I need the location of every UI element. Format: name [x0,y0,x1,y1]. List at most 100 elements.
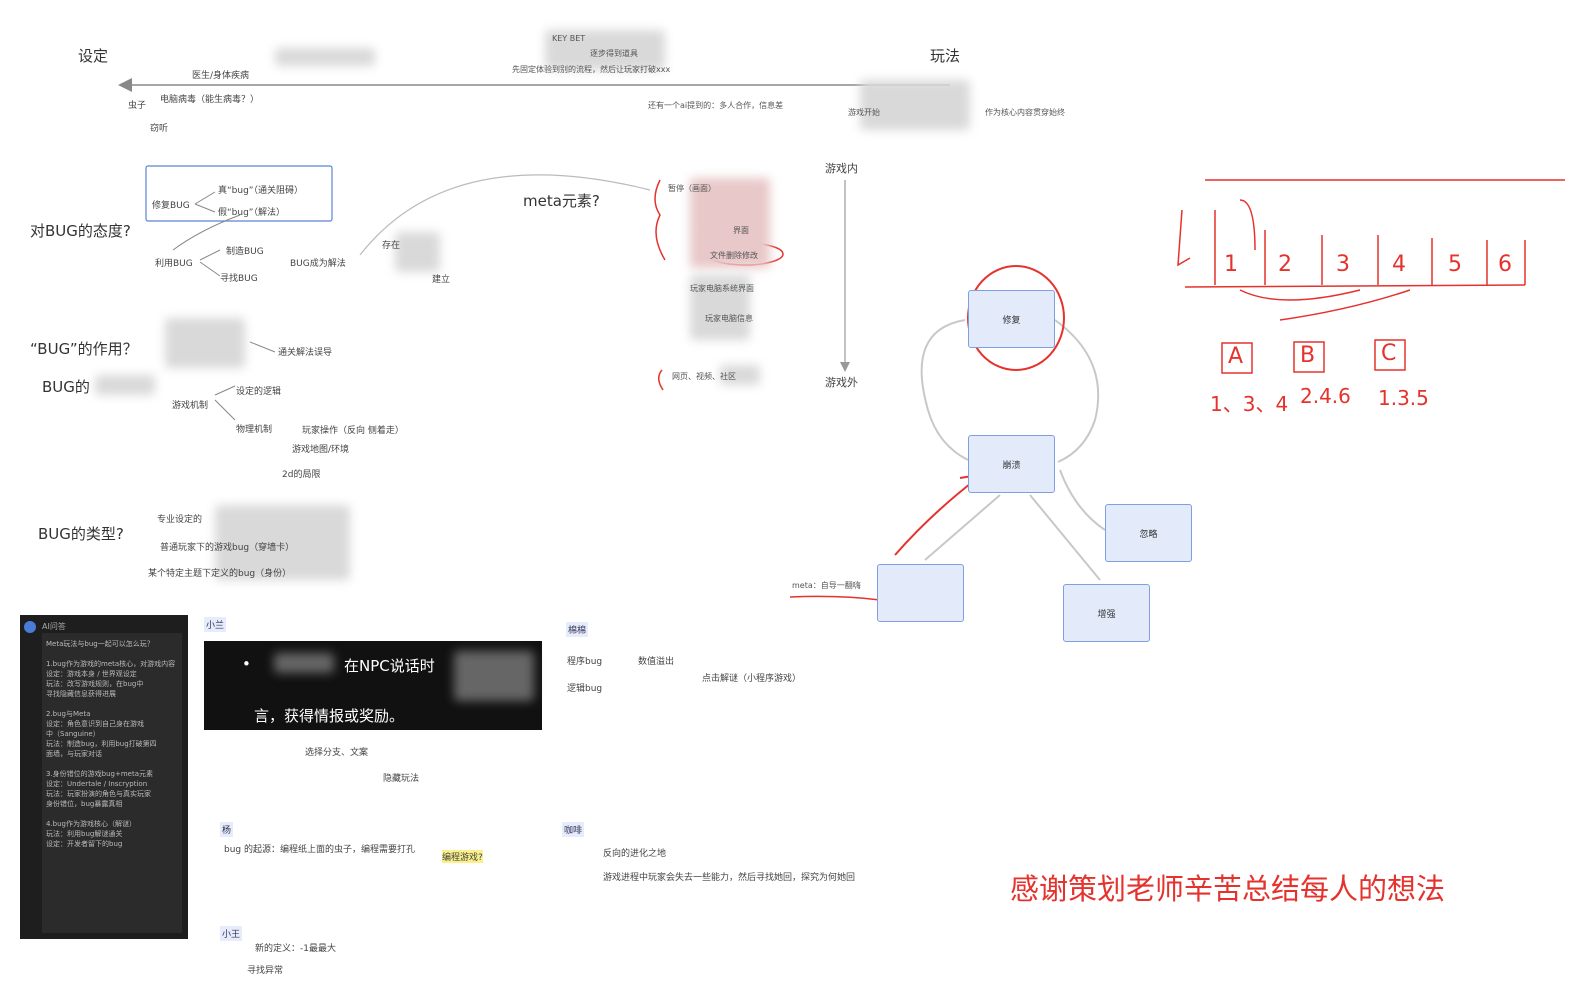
censor-blur [274,653,334,673]
panel-line: 身份错位，bug暴露真相 [46,800,123,808]
hidden-text: 隐藏玩法 [383,774,420,784]
hand-num: 2 [1278,252,1292,277]
panel-line [46,649,178,659]
name-tag-yang: 杨 [220,822,234,837]
panel-line [46,809,178,819]
core2-text: 作为核心内容贯穿始终 [985,108,1065,117]
logic-text: 设定的逻辑 [236,387,282,397]
panel-line: 寻找隐藏信息获得进展 [46,690,116,698]
listen-text: 窃听 [150,124,169,134]
thanks-text: 感谢策划老师辛苦总结每人的想法 [1010,872,1446,906]
panel-line [46,759,178,769]
name-tag-kafei: 咖啡 [562,822,585,837]
panel-line: 设定：Undertale / Inscryption [46,780,148,788]
panel-line: 设定：开发者留下的bug [46,840,123,848]
avatar [24,621,36,633]
censor-blur [215,505,350,580]
new-def-text: 新的定义：-1最最大 [255,944,336,954]
source-title: BUG的 [42,378,90,396]
censor-blur [275,48,375,66]
use-bug-text: 利用BUG [155,259,193,269]
name-tag-xiaolan: 小兰 [204,617,227,632]
program-bug-text: 程序bug [567,657,603,667]
hand-combo: 2.4.6 [1300,384,1351,408]
censor-blur [165,318,245,368]
meta-item: 界面 [733,226,749,235]
hand-num: 1 [1224,252,1238,277]
find-err-text: 寻找异常 [247,966,284,976]
hand-num: 3 [1336,252,1350,277]
hand-num: 4 [1392,252,1406,277]
panel-line: 2.bug与Meta [46,710,91,718]
hand-combo: 1、3、4 [1210,392,1289,416]
hand-letter: A [1228,344,1244,369]
outgame-text: 游戏外 [825,376,858,389]
clear-error-text: 通关解法误导 [278,348,333,358]
logic-bug-text: 逻辑bug [567,684,603,694]
axis-right-label: 玩法 [930,47,961,65]
censor-blur [720,365,760,385]
hand-combo: 1.3.5 [1378,386,1429,410]
type-3: 某个特定主题下定义的bug（身份） [148,569,292,579]
type-2: 普通玩家下的游戏bug（穿墙卡） [160,543,295,553]
panel-line: 3.身份错位的游戏bug+meta元素 [46,770,154,778]
doctor-text: 医生/身体疾病 [192,71,250,81]
meta-outside-text: 网页、视频、社区 [672,372,736,381]
censor-blur [95,375,155,395]
virus-text: 电脑病毒（能生病毒？） [160,95,260,105]
panel-line: 中（Sanguine） [46,730,100,738]
fake-bug-text: 假“bug”（解法） [218,208,285,218]
lose-power-text: 游戏进程中玩家会失去一些能力，然后寻找她回，探究为何她回 [603,873,856,883]
panel-line: 1.bug作为游戏的meta核心，对游戏内容 [46,660,176,668]
value-overflow-text: 数值溢出 [638,657,675,667]
types-title: BUG的类型? [38,525,124,543]
map-text: 游戏地图/环境 [292,445,350,455]
meta-item: 玩家电脑信息 [705,314,753,323]
find-bug-text: 寻找BUG [220,274,258,284]
role-title: “BUG”的作用？ [30,340,138,358]
censor-blur [860,80,970,130]
meta-item: 暂停（画面） [668,184,716,193]
mechanism-text: 游戏机制 [172,401,209,411]
fix-bug-text: 修复BUG [152,201,190,211]
reverse-text: 反向的进化之地 [603,849,667,859]
node-crash[interactable]: 崩溃 [968,435,1055,493]
node-grow[interactable]: 增强 [1063,584,1150,642]
attitude-title: 对BUG的态度? [30,222,131,240]
hand-letter: C [1381,341,1397,366]
core-text: 游戏开始 [848,108,880,117]
choices-text: 选择分支、文案 [305,748,369,758]
node-blank[interactable] [877,564,964,622]
yang-highlight: 编程游戏? [442,850,483,863]
panel-line: 面墙，与玩家对话 [46,750,102,758]
flow-top-text: KEY BET [552,34,586,43]
name-tag-mianmian: 棉棉 [566,622,589,637]
censor-blur [545,30,665,70]
hand-num: 5 [1448,252,1462,277]
node-ignore[interactable]: 忽略 [1105,504,1192,562]
meta-note-text: meta：自导一翻嗨 [792,581,861,590]
view2d-text: 2d的局限 [282,470,321,480]
ai-chat-panel: AI问答 Meta玩法与bug一起可以怎么玩？ 1.bug作为游戏的meta核心… [20,615,188,939]
name-tag-xiaowang: 小王 [220,926,243,941]
panel-header: AI问答 [42,622,66,631]
panel-line: 玩法：制造bug，利用bug打破第四 [46,740,157,748]
node-fix[interactable]: 修复 [968,290,1055,348]
ingame-text: 游戏内 [825,162,858,175]
operation-text: 玩家操作（反向 侧着走） [302,426,404,436]
slide-text: 在NPC说话时 [344,657,435,675]
panel-line: 设定：游戏本身 / 世界观设定 [46,670,137,678]
hand-letter: B [1300,343,1316,368]
slide-image: • 在NPC说话时 言，获得情报或奖励。 [204,641,542,730]
physics-text: 物理机制 [236,425,273,435]
meta-item: 文件删除修改 [710,251,758,260]
panel-line: 玩法：利用bug解谜通关 [46,830,123,838]
bug-solution-text: BUG成为解法 [290,259,346,269]
bug-insect-text: 虫子 [128,101,147,111]
exist-text: 存在 [382,241,401,251]
meta-item: 玩家电脑系统界面 [690,284,754,293]
axis-left-label: 设定 [78,47,109,65]
type-1: 专业设定的 [157,515,203,525]
panel-body: Meta玩法与bug一起可以怎么玩？ 1.bug作为游戏的meta核心，对游戏内… [42,633,182,933]
